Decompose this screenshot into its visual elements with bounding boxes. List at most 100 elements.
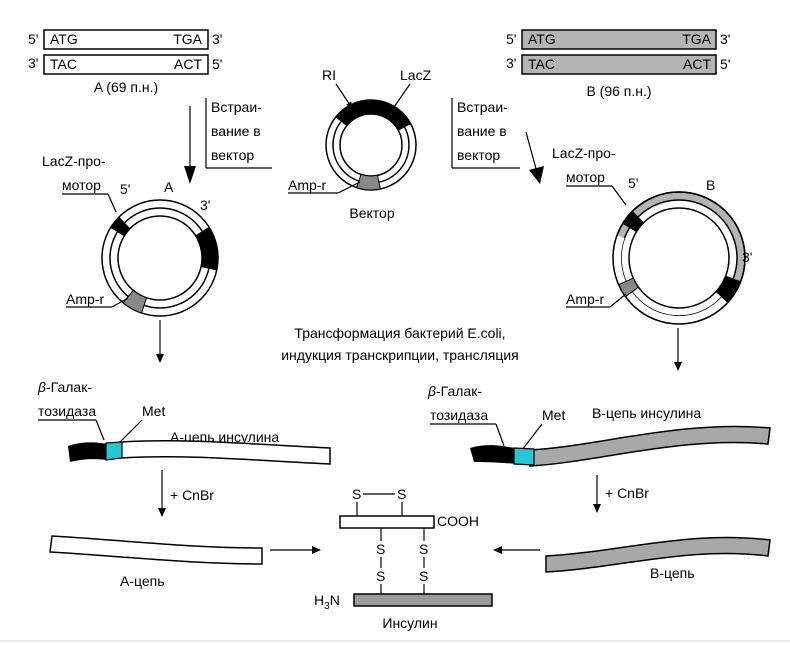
transformation-step: Трансформация бактерий E.coli, индукция …: [156, 320, 682, 371]
plasmid-b-gene-label: B: [706, 177, 715, 193]
fusion-a-met-segment: [105, 441, 123, 461]
plasmid-a-5prime: 5': [120, 181, 130, 197]
gene-a: 5' ATG TGA 3' 3' TAC ACT 5' A (69 п.н.): [28, 29, 222, 95]
vector-caption: Вектор: [349, 205, 394, 221]
plasmid-a-promoter-line2: мотор: [62, 177, 101, 193]
gene-a-bottom-seq-end: ACT: [174, 56, 202, 72]
insertion-right-line2: вание в: [457, 123, 507, 139]
fusion-a-gal-line2: тозидаза: [38, 403, 96, 419]
gene-a-bottom-seq-start: TAC: [50, 56, 77, 72]
cleavage-right-label: + CnBr: [605, 485, 649, 501]
gene-b-bottom-seq-end: ACT: [683, 56, 711, 72]
insulin-s-a2: S: [397, 486, 406, 502]
gene-b-top-3prime: 3': [720, 31, 730, 47]
plasmid-b-amp-block: [618, 277, 639, 298]
plasmid-a-gene-label: A: [164, 179, 174, 195]
chain-b-label: B-цепь: [650, 565, 695, 581]
fusion-b-gal-segment: [470, 445, 516, 464]
fusion-b-beta: β: [427, 383, 436, 399]
fusion-a-met-label: Met: [142, 403, 165, 419]
gene-a-top-3prime: 3': [212, 31, 222, 47]
fusion-a-chain-body: [119, 440, 331, 465]
gene-b-top-seq-start: ATG: [528, 31, 556, 47]
free-chain-b: B-цепь: [493, 536, 771, 581]
plasmid-a-gene-block: [195, 226, 219, 271]
cleavage-left: + CnBr: [158, 470, 214, 517]
insertion-left-arrow: [184, 166, 196, 184]
fusion-b-chain-label: B-цепь инсулина: [592, 405, 701, 421]
insulin-cooh-label: COOH: [437, 513, 479, 529]
vector-amp-region: [355, 173, 381, 191]
insulin-s-bridge1-top: S: [376, 541, 385, 557]
fusion-a-beta: β: [37, 379, 46, 395]
fusion-b-gal-line2: тозидаза: [430, 407, 488, 423]
plasmid-b-gene-end-block: [715, 275, 741, 303]
insulin-caption: Инсулин: [382, 615, 437, 631]
insertion-left-line3: вектор: [211, 147, 254, 163]
chain-b-body: [545, 536, 771, 573]
fusion-protein-b: β-Галак- тозидаза Met B-цепь инсулина: [427, 383, 771, 467]
plasmid-a: LacZ-про- мотор 5' A 3' Amp-r: [42, 153, 219, 317]
gene-a-top-seq-end: TGA: [173, 31, 202, 47]
svg-text:β-Галак-: β-Галак-: [37, 379, 92, 395]
fusion-b-met-segment: [513, 447, 535, 466]
insertion-step-left: Встраи- вание в вектор: [184, 98, 272, 184]
gene-b: 5' ATG TGA 3' 3' TAC ACT 5' B (96 п.н.): [506, 29, 730, 99]
gene-a-bottom-3prime: 3': [28, 55, 38, 71]
svg-text:β-Галак-: β-Галак-: [427, 383, 482, 399]
insulin-molecule: S S COOH S S S S H3N Инсулин: [314, 486, 493, 631]
gene-a-top-strand: [43, 29, 209, 50]
plasmid-a-amp-block: [122, 289, 148, 314]
transformation-line2: индукция транскрипции, трансляция: [281, 347, 519, 363]
chain-a-label: A-цепь: [120, 573, 165, 589]
plasmid-b-3prime: 3': [742, 249, 752, 265]
gene-b-bottom-3prime: 3': [506, 55, 516, 71]
plasmid-b-promoter-line1: LacZ-про-: [552, 145, 616, 161]
fusion-a-gal-segment: [68, 442, 108, 462]
plasmid-b-5prime: 5': [628, 175, 638, 191]
free-chain-a: A-цепь: [49, 535, 321, 589]
insulin-s-bridge1-bottom: S: [376, 568, 385, 584]
transformation-line1: Трансформация бактерий E.coli,: [294, 325, 505, 341]
insertion-right-line3: вектор: [457, 147, 500, 163]
svg-text:H3N: H3N: [314, 592, 340, 612]
plasmid-a-promoter-line1: LacZ-про-: [42, 153, 106, 169]
gene-a-top-seq-start: ATG: [50, 31, 78, 47]
cleavage-right: + CnBr: [593, 475, 649, 513]
plasmid-a-amp-label: Amp-r: [66, 291, 104, 307]
vector-amp-label: Amp-r: [288, 177, 326, 193]
vector-lacz-region: [335, 100, 411, 131]
gene-b-bottom-5prime: 5': [720, 56, 730, 72]
vector-lacz-label: LacZ: [400, 67, 432, 83]
insertion-right-arrow: [529, 166, 544, 184]
insulin-nh3-sub: 3: [324, 601, 330, 612]
chain-a-body: [49, 535, 263, 565]
gene-b-bottom-seq-start: TAC: [528, 56, 555, 72]
fusion-b-gal-line1: -Галак-: [436, 383, 482, 399]
insertion-left-line2: вание в: [211, 123, 261, 139]
plasmid-a-3prime: 3': [200, 197, 210, 213]
plasmid-b-promoter-block: [622, 211, 644, 233]
gene-b-top-5prime: 5': [506, 31, 516, 47]
fusion-protein-a: β-Галак- тозидаза Met A-цепь инсулина: [37, 379, 331, 465]
fusion-b-chain-body: [529, 425, 771, 467]
gene-b-caption: B (96 п.н.): [586, 83, 651, 99]
plasmid-b-amp-label: Amp-r: [566, 291, 604, 307]
insertion-right-line1: Встраи-: [457, 99, 508, 115]
insulin-chain-a-bar: [339, 515, 435, 529]
insulin-s-bridge2-top: S: [419, 541, 428, 557]
gene-a-top-5prime: 5': [28, 31, 38, 47]
gene-b-top-seq-end: TGA: [682, 31, 711, 47]
vector-ri-label: RI: [322, 67, 336, 83]
vector-plasmid: RI LacZ Amp-r Вектор: [288, 67, 432, 221]
gene-a-bottom-strand: [43, 54, 209, 75]
insertion-left-line1: Встраи-: [211, 99, 262, 115]
insulin-s-a1: S: [352, 486, 361, 502]
gene-b-bottom-strand: [521, 54, 717, 75]
insulin-s-bridge2-bottom: S: [419, 568, 428, 584]
insulin-chain-b-bar: [353, 593, 493, 607]
plasmid-b: LacZ-про- мотор 5' B 3' Amp-r: [552, 145, 752, 327]
plasmid-b-promoter-line2: мотор: [566, 169, 605, 185]
fusion-a-gal-line1: -Галак-: [46, 379, 92, 395]
